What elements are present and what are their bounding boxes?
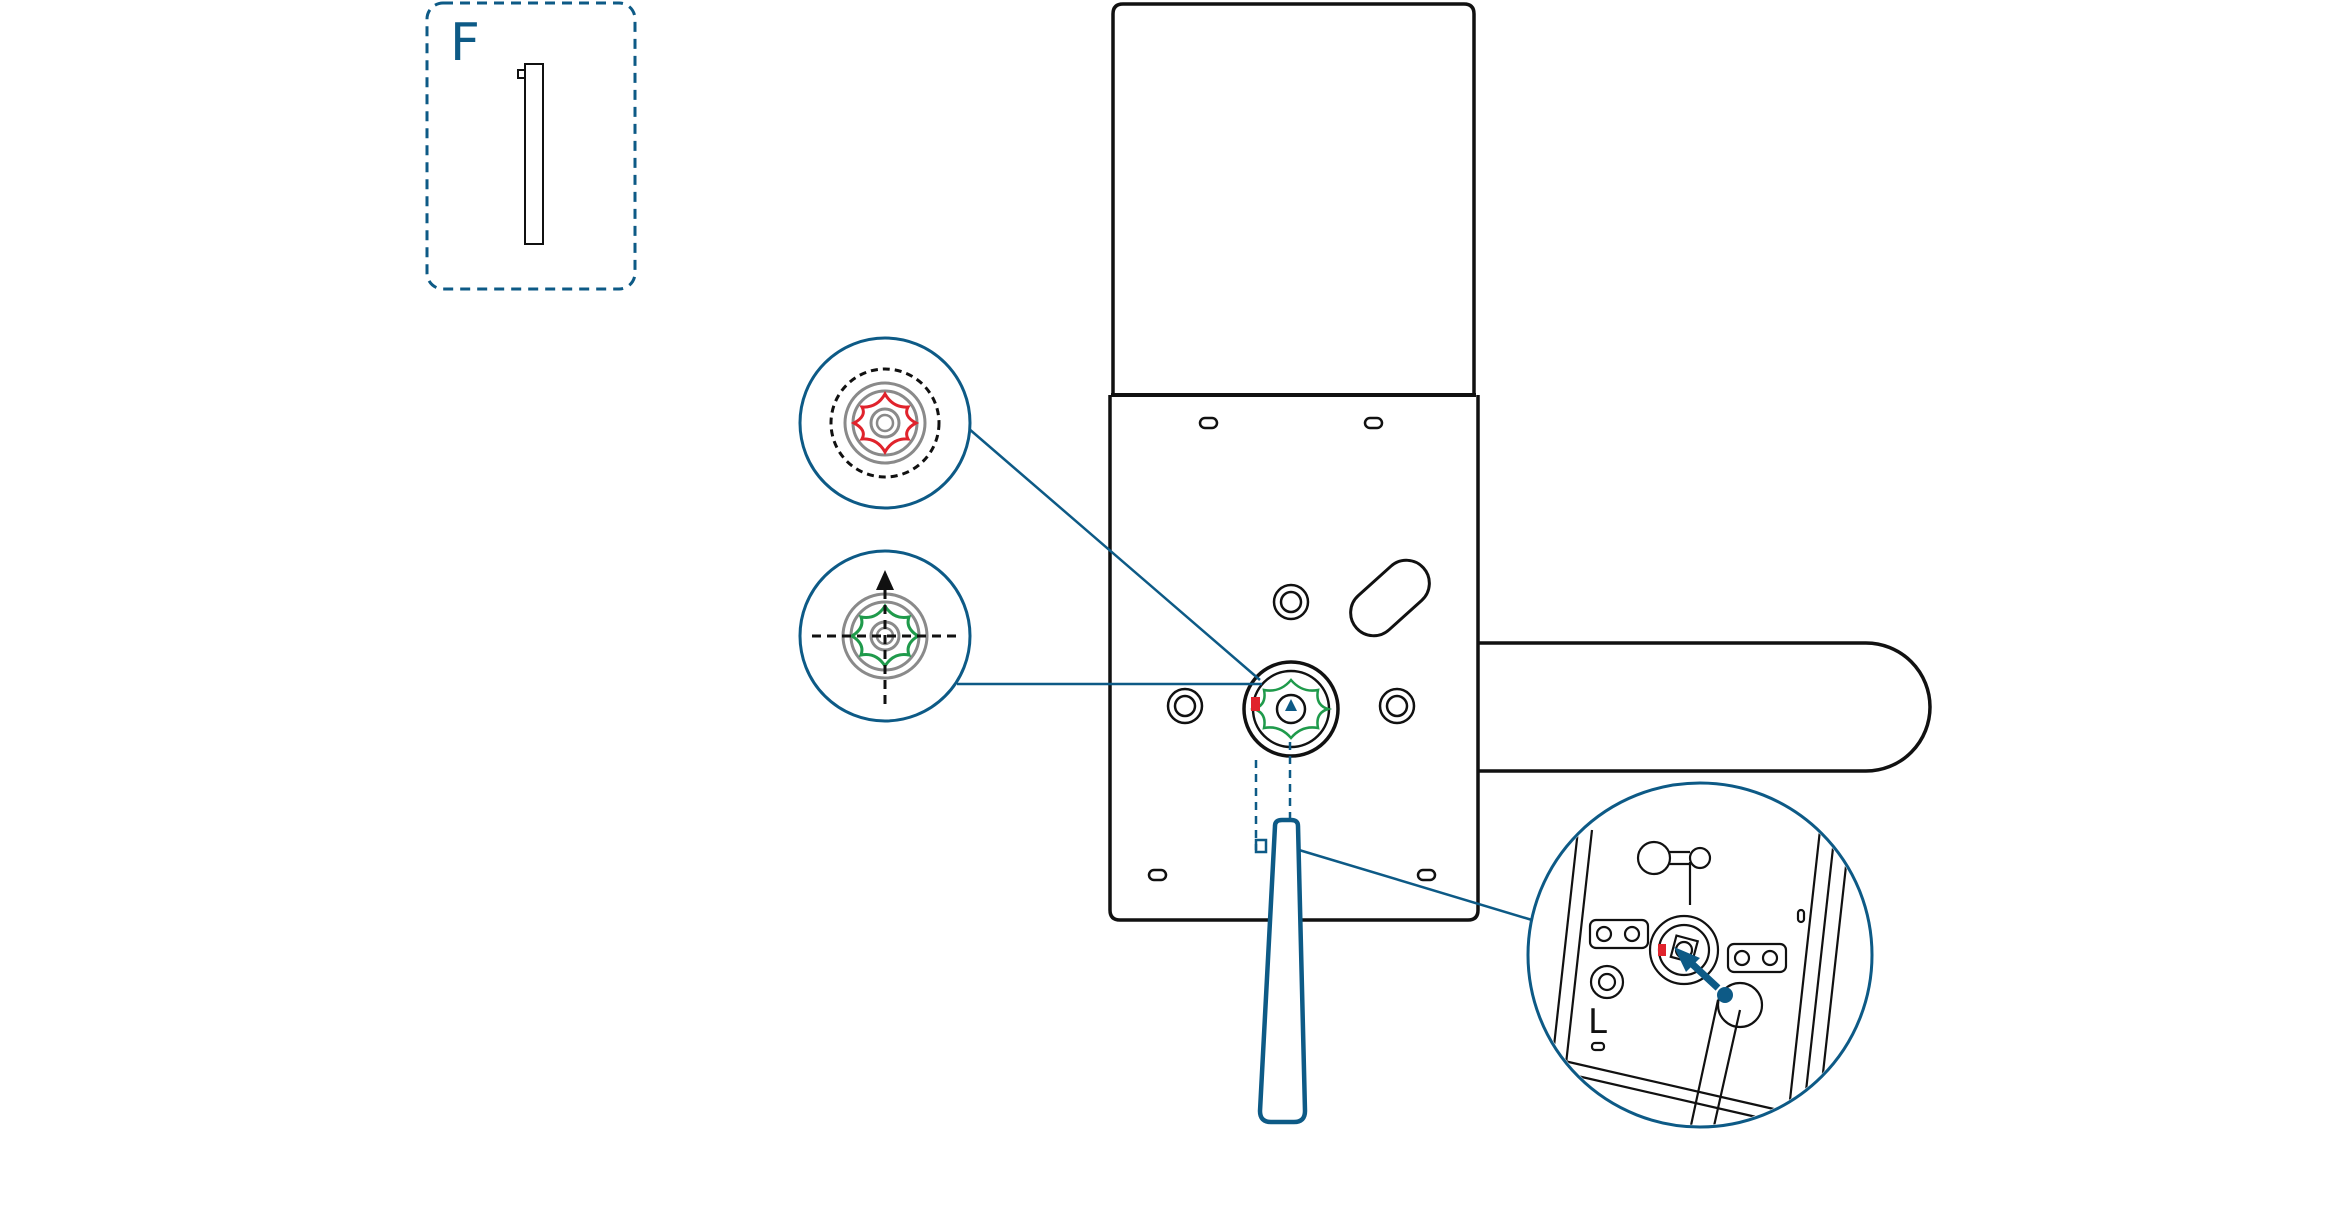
detail-side-label: L xyxy=(1588,1002,1607,1042)
inset-after-alignment xyxy=(798,549,972,723)
part-f-icon xyxy=(517,63,544,245)
handle-lever-icon xyxy=(1254,742,1308,1125)
part-f-box: F xyxy=(425,1,637,291)
detail-inset: L xyxy=(1526,781,1874,1129)
hex-key-icon xyxy=(1674,947,1733,1003)
leader-lines xyxy=(957,427,1533,922)
spindle-hub xyxy=(1249,678,1333,740)
rotation-arrow-icon xyxy=(876,570,894,590)
part-f-label: F xyxy=(450,13,480,73)
inset-before-alignment xyxy=(798,336,972,510)
lock-body-icon xyxy=(1108,2,1932,922)
